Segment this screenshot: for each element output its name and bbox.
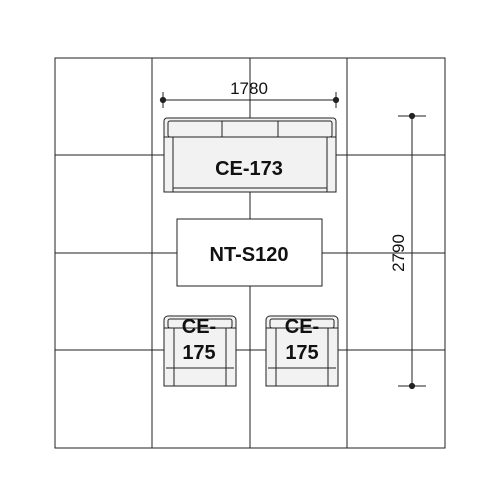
chair-right-model-line1: CE- bbox=[285, 316, 319, 338]
sofa-right-arm bbox=[326, 136, 337, 193]
chair-left-seat bbox=[173, 327, 227, 369]
sofa-seat bbox=[172, 136, 328, 189]
sofa-model-label: CE-173 bbox=[215, 158, 283, 180]
depth-dimension-dot-bottom bbox=[408, 382, 416, 390]
chair-right-seat bbox=[275, 327, 329, 369]
depth-dimension-label: 2790 bbox=[389, 234, 408, 272]
table-nt-s120[interactable] bbox=[176, 218, 323, 287]
sofa-left-arm bbox=[163, 136, 174, 193]
chair-left-model-line1: CE- bbox=[182, 316, 216, 338]
sofa-back-cushions bbox=[167, 120, 333, 138]
chair-left-arm-right bbox=[225, 327, 237, 387]
sofa-ce-173[interactable] bbox=[163, 117, 337, 193]
width-dimension-label: 1780 bbox=[230, 79, 268, 98]
depth-dimension-dot-top bbox=[408, 112, 416, 120]
chair-left-model-line2: 175 bbox=[182, 342, 215, 364]
floor-grid bbox=[54, 57, 446, 449]
chair-right-model-line2: 175 bbox=[285, 342, 318, 364]
width-dimension bbox=[159, 92, 340, 108]
chair-left-arm-left bbox=[163, 327, 175, 387]
depth-dimension bbox=[398, 112, 426, 390]
chair-right-arm-left bbox=[265, 327, 277, 387]
width-dimension-dot-left bbox=[159, 96, 167, 104]
table-model-label: NT-S120 bbox=[210, 244, 289, 266]
chair-left-ce-175[interactable] bbox=[163, 315, 237, 387]
chair-right-arm-right bbox=[327, 327, 339, 387]
width-dimension-dot-right bbox=[332, 96, 340, 104]
chair-right-ce-175[interactable] bbox=[265, 315, 339, 387]
